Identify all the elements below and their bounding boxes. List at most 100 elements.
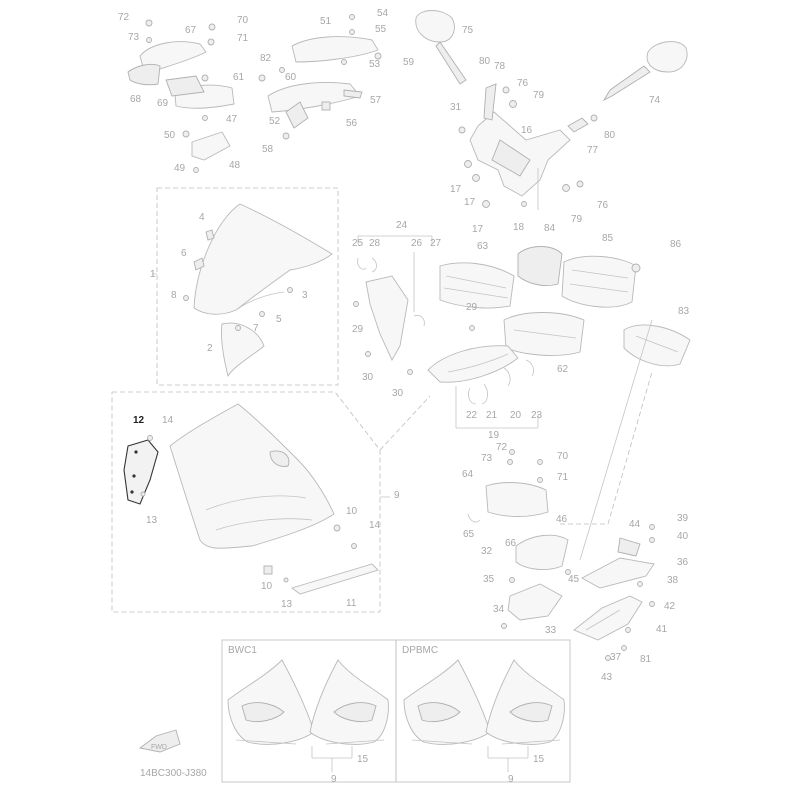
callout-56: 56 [346, 118, 358, 129]
callout-10: 10 [261, 581, 273, 592]
bolt-50 [182, 130, 190, 138]
bolt-14-b [351, 543, 357, 549]
callout-65: 65 [463, 529, 475, 540]
callout-51: 51 [320, 16, 332, 27]
clip-65 [467, 513, 481, 523]
callout-9: 9 [508, 774, 514, 785]
part-26-side-panel [365, 275, 425, 361]
callout-82: 82 [260, 53, 272, 64]
callout-19: 19 [488, 430, 500, 441]
callout-36: 36 [677, 557, 689, 568]
callout-35: 35 [483, 574, 495, 585]
callout-21: 21 [486, 410, 498, 421]
callout-23: 23 [531, 410, 543, 421]
callout-71: 71 [557, 472, 569, 483]
callout-32: 32 [481, 546, 493, 557]
bolt-54 [349, 14, 355, 20]
part-4-strip [205, 229, 215, 241]
callout-62: 62 [557, 364, 569, 375]
callout-77: 77 [587, 145, 599, 156]
bolt-41 [625, 627, 631, 633]
bolt-34 [501, 623, 507, 629]
callout-15: 15 [533, 754, 545, 765]
callout-11: 11 [346, 598, 357, 609]
callout-3: 3 [302, 290, 308, 301]
part-51-meter-cover [291, 36, 379, 63]
bolt-43 [605, 655, 611, 661]
clip-20 [503, 367, 511, 387]
callout-37: 37 [610, 652, 622, 663]
bolt-73-b [507, 459, 513, 465]
callout-69: 69 [157, 98, 169, 109]
callout-12: 12 [133, 415, 145, 426]
part-69-lower-panel [165, 75, 235, 109]
bolt-71-b [537, 477, 543, 483]
part-64-inner-panel [485, 482, 549, 517]
callout-42: 42 [664, 601, 676, 612]
callout-58: 58 [262, 144, 274, 155]
callout-55: 55 [375, 24, 387, 35]
callout-73: 73 [481, 453, 493, 464]
bolt-71 [207, 38, 215, 46]
callout-71: 71 [237, 33, 249, 44]
callout-28: 28 [369, 238, 381, 249]
callout-13: 13 [146, 515, 158, 526]
callout-17: 17 [464, 197, 476, 208]
callout-46: 46 [556, 514, 568, 525]
callout-49: 49 [174, 163, 186, 174]
callout-14: 14 [162, 415, 174, 426]
callout-9: 9 [331, 774, 337, 785]
front-cowl-group-box [111, 391, 381, 613]
variant-label-bwc1: BWC1 [228, 645, 257, 656]
callout-80: 80 [479, 56, 491, 67]
callout-29: 29 [352, 324, 364, 335]
part-11-lower-strip [291, 563, 379, 595]
callout-85: 85 [602, 233, 614, 244]
callout-75: 75 [462, 25, 474, 36]
bolt-82 [258, 74, 266, 82]
callout-66: 66 [505, 538, 517, 549]
callout-72: 72 [496, 442, 508, 453]
callout-33: 33 [545, 625, 557, 636]
bolt-49 [193, 167, 199, 173]
bolt-61 [201, 74, 209, 82]
bolt-55 [349, 29, 355, 35]
callout-16: 16 [521, 125, 533, 136]
bolt-7 [235, 325, 241, 331]
callout-80: 80 [604, 130, 616, 141]
part-1-windshield [193, 203, 333, 315]
callout-47: 47 [226, 114, 238, 125]
callout-64: 64 [462, 469, 474, 480]
callout-34: 34 [493, 604, 505, 615]
windshield-group-box [156, 187, 339, 386]
bolt-18 [521, 201, 527, 207]
bolt-3 [287, 287, 293, 293]
clip-22 [468, 387, 477, 405]
callout-10: 10 [346, 506, 358, 517]
callout-48: 48 [229, 160, 241, 171]
clip-28 [371, 257, 377, 273]
part-62-intake [503, 312, 585, 356]
bolt-29-a [353, 301, 359, 307]
callout-54: 54 [377, 8, 389, 19]
callout-81: 81 [640, 654, 652, 665]
callout-79: 79 [571, 214, 583, 225]
callout-2: 2 [207, 343, 213, 354]
callout-67: 67 [185, 25, 197, 36]
callout-50: 50 [164, 130, 176, 141]
callout-22: 22 [466, 410, 478, 421]
bolt-60 [279, 67, 285, 73]
fwd-label: FWD [151, 744, 167, 751]
bolt-73 [146, 37, 152, 43]
grommet-79-a [509, 100, 517, 108]
callout-1: 1 [150, 269, 156, 280]
callout-84: 84 [544, 223, 556, 234]
callout-13: 13 [281, 599, 293, 610]
callout-25: 25 [352, 238, 364, 249]
callout-72: 72 [118, 12, 130, 23]
grommet-76-b [576, 180, 584, 188]
callout-5: 5 [276, 314, 282, 325]
part-9-front-cowl [169, 403, 335, 549]
variant-cowl-bwc1 [227, 659, 389, 745]
